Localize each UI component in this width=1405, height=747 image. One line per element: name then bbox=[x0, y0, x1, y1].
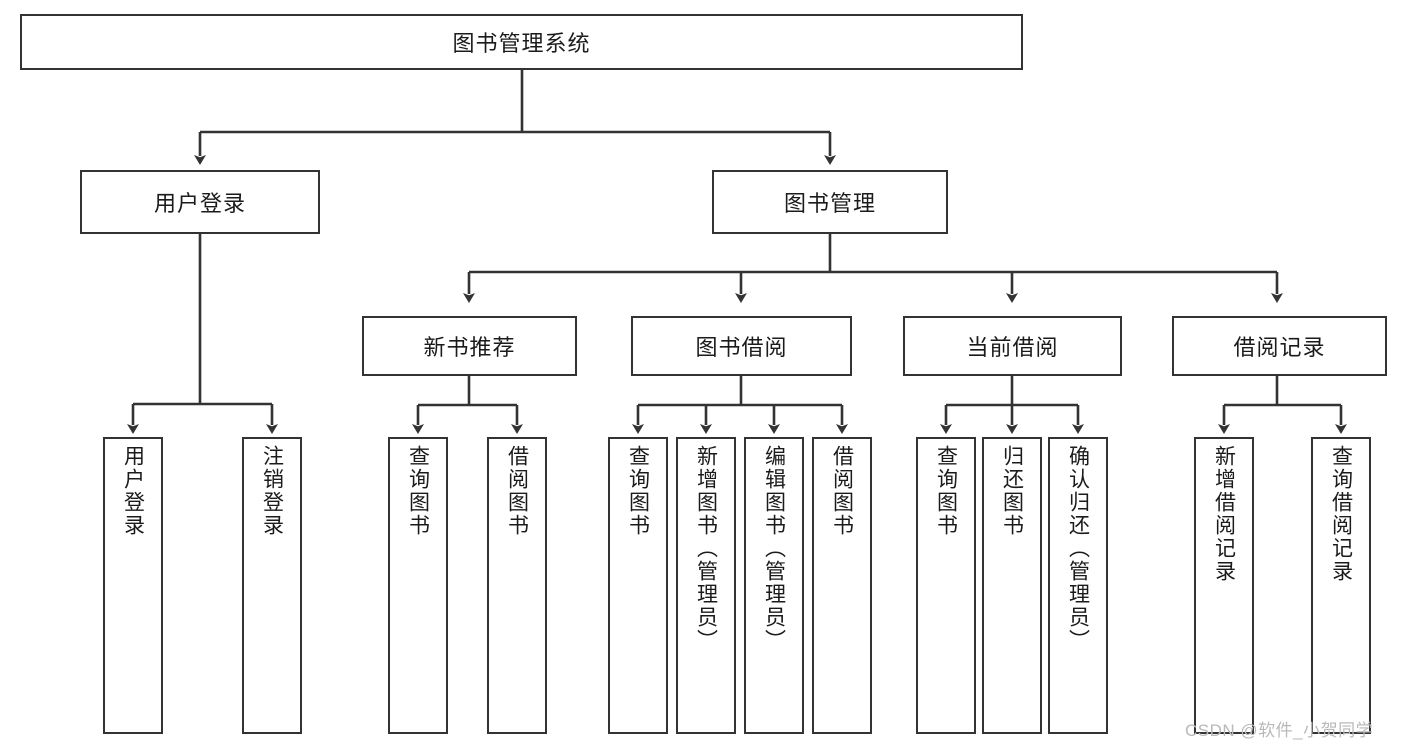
node-new-book-recommend-label: 新书推荐 bbox=[423, 335, 516, 360]
leaf-book-borrow-2[interactable]: 编辑图书（管理员） bbox=[744, 437, 804, 734]
node-book-management[interactable]: 图书管理 bbox=[712, 170, 948, 234]
leaf-label: 用户登录 bbox=[121, 445, 145, 537]
node-book-borrow-label: 图书借阅 bbox=[695, 335, 788, 360]
node-borrow-record-label: 借阅记录 bbox=[1233, 335, 1326, 360]
leaf-new-book-recommend-1[interactable]: 借阅图书 bbox=[487, 437, 547, 734]
leaf-label: 新增图书（管理员） bbox=[694, 445, 718, 652]
leaf-current-borrow-2[interactable]: 确认归还（管理员） bbox=[1048, 437, 1108, 734]
leaf-new-book-recommend-0[interactable]: 查询图书 bbox=[388, 437, 448, 734]
leaf-book-borrow-3[interactable]: 借阅图书 bbox=[812, 437, 872, 734]
node-current-borrow[interactable]: 当前借阅 bbox=[903, 316, 1122, 376]
node-book-management-label: 图书管理 bbox=[783, 191, 876, 216]
node-root[interactable]: 图书管理系统 bbox=[20, 14, 1023, 70]
node-borrow-record[interactable]: 借阅记录 bbox=[1172, 316, 1387, 376]
leaf-label: 新增借阅记录 bbox=[1212, 445, 1236, 583]
node-user-login-label: 用户登录 bbox=[153, 191, 246, 216]
node-root-label: 图书管理系统 bbox=[452, 31, 591, 56]
leaf-label: 借阅图书 bbox=[505, 445, 529, 537]
node-new-book-recommend[interactable]: 新书推荐 bbox=[362, 316, 577, 376]
leaf-borrow-record-1[interactable]: 查询借阅记录 bbox=[1311, 437, 1371, 734]
watermark: CSDN @软件_小贺同学 bbox=[1185, 721, 1374, 740]
leaf-user-login-1[interactable]: 注销登录 bbox=[242, 437, 302, 734]
leaf-book-borrow-0[interactable]: 查询图书 bbox=[608, 437, 668, 734]
leaf-label: 查询借阅记录 bbox=[1329, 445, 1353, 583]
node-user-login[interactable]: 用户登录 bbox=[80, 170, 320, 234]
node-current-borrow-label: 当前借阅 bbox=[966, 335, 1059, 360]
leaf-current-borrow-1[interactable]: 归还图书 bbox=[982, 437, 1042, 734]
leaf-label: 查询图书 bbox=[406, 445, 430, 537]
leaf-user-login-0[interactable]: 用户登录 bbox=[103, 437, 163, 734]
leaf-label: 借阅图书 bbox=[830, 445, 854, 537]
node-book-borrow[interactable]: 图书借阅 bbox=[631, 316, 852, 376]
leaf-borrow-record-0[interactable]: 新增借阅记录 bbox=[1194, 437, 1254, 734]
leaf-label: 编辑图书（管理员） bbox=[762, 445, 786, 652]
leaf-label: 注销登录 bbox=[260, 445, 284, 537]
leaf-label: 归还图书 bbox=[1000, 445, 1024, 537]
leaf-label: 查询图书 bbox=[934, 445, 958, 537]
leaf-book-borrow-1[interactable]: 新增图书（管理员） bbox=[676, 437, 736, 734]
leaf-label: 查询图书 bbox=[626, 445, 650, 537]
leaf-label: 确认归还（管理员） bbox=[1066, 445, 1090, 652]
leaf-current-borrow-0[interactable]: 查询图书 bbox=[916, 437, 976, 734]
